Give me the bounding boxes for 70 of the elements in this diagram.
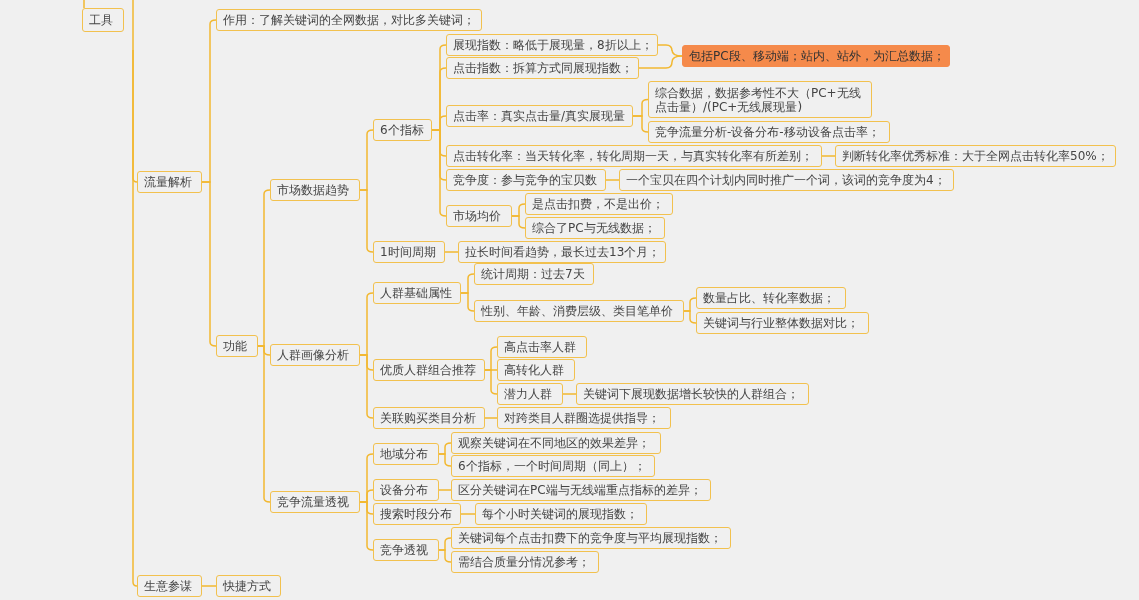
topic-box: 优质人群组合推荐 (373, 359, 485, 381)
connector-line (438, 489, 452, 491)
topic-box: 人群基础属性 (373, 282, 461, 304)
topic-box: 市场数据趋势 (270, 179, 360, 201)
connector-line (359, 189, 374, 253)
connector-line (562, 393, 577, 395)
topic-box: 高转化人群 (497, 359, 575, 381)
topic-box: 每个小时关键词的展现指数； (475, 503, 647, 525)
topic-box: 地域分布 (373, 443, 439, 465)
connector-line (438, 453, 452, 467)
connector-line (257, 345, 271, 503)
topic-box: 需结合质量分情况参考； (451, 551, 599, 573)
topic-box: 设备分布 (373, 479, 439, 501)
topic-box: 竞争流量分析-设备分布-移动设备点击率； (648, 121, 890, 143)
topic-box: 拉长时间看趋势，最长过去13个月； (458, 241, 666, 263)
connector-line (460, 513, 476, 515)
connector-line (132, 49, 138, 587)
connector-line (359, 354, 374, 419)
connector-line (444, 251, 459, 253)
topic-box: 6个指标 (373, 119, 432, 141)
connector-line (638, 55, 683, 69)
topic-box: 作用：了解关键词的全网数据，对比多关键词； (216, 9, 482, 31)
summary-box: 包括PC段、移动端；站内、站外，为汇总数据； (682, 45, 950, 67)
topic-box: 6个指标，一个时间周期（同上）； (451, 455, 655, 477)
topic-box: 市场均价 (446, 205, 512, 227)
topic-box: 综合数据，数据参考性不大（PC+无线点击量）/(PC+无线展现量) (648, 81, 872, 118)
topic-box: 生意参谋 (137, 575, 202, 597)
connector-line (201, 181, 217, 347)
connector-line (632, 115, 649, 133)
topic-box: 关键词与行业整体数据对比； (696, 312, 869, 334)
topic-box: 判断转化率优秀标准：大于全网点击转化率50%； (835, 145, 1116, 167)
connector-line (683, 310, 697, 324)
topic-box: 人群画像分析 (270, 344, 360, 366)
topic-box: 竞争流量透视 (270, 491, 360, 513)
topic-box: 1时间周期 (373, 241, 445, 263)
connector-line (511, 215, 526, 229)
connector-line (438, 549, 452, 563)
topic-box: 点击率：真实点击量/真实展现量 (446, 105, 633, 127)
topic-box: 观察关键词在不同地区的效果差异； (451, 432, 661, 454)
topic-box: 高点击率人群 (497, 336, 587, 358)
topic-box: 统计周期：过去7天 (474, 263, 594, 285)
topic-box: 点击转化率：当天转化率，转化周期一天，与真实转化率有所差别； (446, 145, 822, 167)
topic-box: 关键词下展现数据增长较快的人群组合； (576, 383, 809, 405)
connector-line (821, 155, 836, 157)
topic-box: 流量解析 (137, 171, 202, 193)
connector-line (460, 292, 475, 312)
topic-box: 竞争透视 (373, 539, 439, 561)
topic-box: 展现指数：略低于展现量，8折以上； (446, 34, 658, 56)
topic-box: 综合了PC与无线数据； (525, 217, 665, 239)
topic-box: 对跨类目人群圈选提供指导； (497, 407, 671, 429)
connector-line (484, 417, 498, 419)
topic-box: 功能 (216, 335, 258, 357)
topic-box: 一个宝贝在四个计划内同时推广一个词，该词的竞争度为4； (619, 169, 954, 191)
topic-box: 快捷方式 (216, 575, 281, 597)
topic-box: 竞争度：参与竞争的宝贝数 (446, 169, 606, 191)
connector-line (83, 0, 85, 9)
topic-box: 是点击扣费，不是出价； (525, 193, 673, 215)
topic-box: 工具 (82, 8, 124, 32)
topic-box: 搜索时段分布 (373, 503, 461, 525)
topic-box: 性别、年龄、消费层级、类目笔单价 (474, 300, 684, 322)
connector-line (605, 179, 620, 181)
topic-box: 点击指数：拆算方式同展现指数； (446, 57, 639, 79)
topic-box: 潜力人群 (497, 383, 563, 405)
topic-box: 区分关键词在PC端与无线端重点指标的差异； (451, 479, 711, 501)
connector-line (484, 369, 498, 395)
connector-line (359, 501, 374, 551)
connector-line (201, 585, 217, 587)
topic-box: 关键词每个点击扣费下的竞争度与平均展现指数； (451, 527, 731, 549)
topic-box: 关联购买类目分析 (373, 407, 485, 429)
topic-box: 数量占比、转化率数据； (696, 287, 846, 309)
